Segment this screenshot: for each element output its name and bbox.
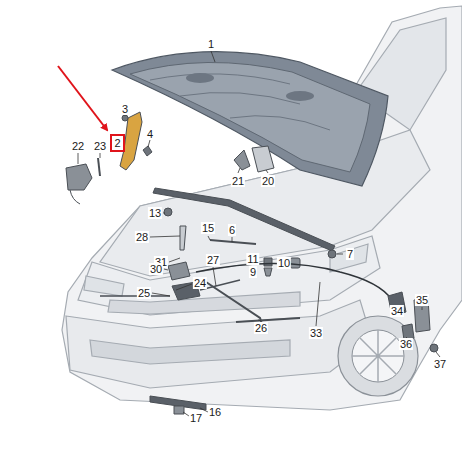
part-13-buffer <box>164 208 172 216</box>
front-panel <box>78 236 380 315</box>
part-34-handle <box>388 292 406 316</box>
callout-number: 21 <box>231 175 245 187</box>
leader-line <box>164 269 168 270</box>
part-30-bracket <box>168 262 190 280</box>
headlight <box>84 276 124 296</box>
lower-grille <box>90 340 290 364</box>
bonnet-recess <box>186 73 214 83</box>
callout-number: 11 <box>246 253 259 265</box>
callout-number: 24 <box>193 277 207 289</box>
bonnet-recess <box>286 91 314 101</box>
part-9-clip <box>264 268 272 276</box>
leader-line <box>316 282 320 326</box>
leader-line <box>148 140 150 147</box>
body-outline <box>62 6 462 410</box>
leader-line <box>211 51 215 62</box>
car-body <box>62 6 462 410</box>
callout-number: 13 <box>148 207 162 219</box>
leader-line <box>436 352 440 357</box>
leader-line <box>238 168 240 173</box>
headlight <box>330 244 368 272</box>
bonnet <box>112 52 388 186</box>
part-22-lock <box>66 164 92 190</box>
part-17-clip <box>174 406 184 414</box>
part-11-clip <box>264 258 272 266</box>
bonnet-ribs <box>150 74 330 130</box>
callout-number: 23 <box>93 140 107 152</box>
part-15-seal <box>153 188 335 251</box>
callout-number: 22 <box>71 140 85 152</box>
callout-number: 17 <box>189 412 203 424</box>
part-28-stay <box>180 226 186 250</box>
part-25-crossmember <box>100 280 240 296</box>
leader-line <box>422 307 423 310</box>
leader-line <box>100 153 101 158</box>
leader-lines <box>78 51 440 416</box>
callout-number: 15 <box>201 222 215 234</box>
leader-line <box>163 213 165 214</box>
part-3-clip <box>122 115 128 121</box>
wheel <box>338 316 418 396</box>
leader-line <box>169 258 180 262</box>
callout-number: 30 <box>149 263 163 275</box>
callout-number: 1 <box>207 38 215 50</box>
part-33-cable <box>196 264 392 301</box>
callout-number: 34 <box>390 305 404 317</box>
callout-number: 10 <box>277 257 291 269</box>
rim <box>352 330 404 382</box>
part-20-hinge <box>252 146 274 172</box>
callout-number: 16 <box>208 406 222 418</box>
callout-number: 9 <box>249 266 257 278</box>
callout-number: 27 <box>206 254 220 266</box>
highlighted-callout-box: 2 <box>110 134 125 152</box>
bonnet-inner <box>130 62 370 172</box>
part-21-hinge <box>234 150 250 170</box>
callout-number: 6 <box>228 224 236 236</box>
leader-line <box>125 115 126 116</box>
leader-line <box>176 284 192 290</box>
pointer-arrow <box>58 66 107 130</box>
callout-number: 20 <box>261 175 275 187</box>
callout-number: 37 <box>433 358 447 370</box>
callout-number: 3 <box>121 103 129 115</box>
callout-number: 28 <box>135 231 149 243</box>
callout-number: 25 <box>137 287 151 299</box>
callout-number: 36 <box>399 338 413 350</box>
callout-number: 35 <box>415 294 429 306</box>
leader-line <box>152 293 170 296</box>
tyre <box>338 316 418 396</box>
part-4-screw <box>143 146 152 156</box>
part-23-bolt <box>98 158 100 176</box>
leader-line <box>150 236 180 237</box>
leader-line <box>78 153 79 164</box>
leader-line <box>337 254 343 255</box>
front-bumper <box>66 300 372 388</box>
part-7-buffer <box>328 250 336 258</box>
callout-number: 33 <box>309 327 323 339</box>
leader-line <box>258 320 261 321</box>
part-6-rod <box>210 240 256 244</box>
bonnet-panel <box>112 52 388 186</box>
callout-number: 4 <box>146 128 154 140</box>
engine-bay <box>100 130 430 276</box>
leader-line <box>213 267 216 286</box>
callout-number: 26 <box>254 322 268 334</box>
part-37-nut <box>430 344 438 352</box>
parts <box>66 112 438 414</box>
leader-line <box>266 170 268 173</box>
leader-line <box>208 236 210 240</box>
part-22-wire <box>70 190 80 204</box>
rim-spokes <box>352 330 404 382</box>
leader-line <box>232 237 233 242</box>
callout-number: 2 <box>112 137 123 149</box>
part-10-nut <box>290 258 300 268</box>
callout-number: 7 <box>346 248 354 260</box>
part-27-rod <box>206 282 262 324</box>
